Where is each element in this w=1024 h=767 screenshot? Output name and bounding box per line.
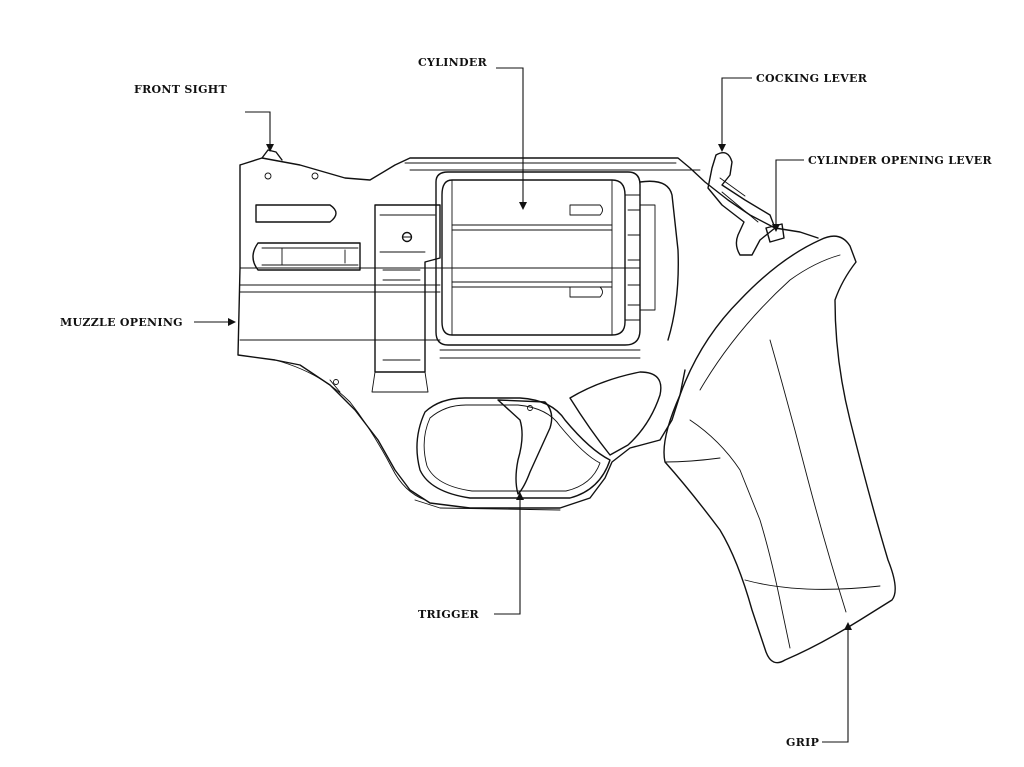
label-grip: GRIP	[786, 736, 819, 749]
label-trigger: TRIGGER	[418, 608, 479, 621]
trigger-part	[497, 399, 553, 495]
callout-labels: FRONT SIGHT CYLINDER COCKING LEVER CYLIN…	[60, 56, 992, 749]
label-cylinder-opening-lever: CYLINDER OPENING LEVER	[808, 154, 992, 167]
leader-lines	[194, 67, 852, 743]
crane	[374, 204, 441, 373]
label-muzzle-opening: MUZZLE OPENING	[60, 316, 183, 329]
front-sight-blade	[261, 149, 283, 161]
label-cylinder: CYLINDER	[418, 56, 488, 69]
label-cocking-lever: COCKING LEVER	[756, 72, 868, 85]
frame-outline	[237, 157, 819, 509]
revolver-drawing	[237, 149, 896, 664]
trigger-guard	[416, 397, 611, 499]
barrel-slot-upper	[255, 204, 337, 223]
top-strap-line	[404, 162, 701, 171]
cocking-lever-part	[707, 152, 776, 256]
cylinder-window	[435, 171, 641, 346]
grip-panel	[663, 235, 896, 664]
cylinder-body	[441, 179, 626, 336]
label-front-sight: FRONT SIGHT	[134, 83, 227, 96]
barrel-slot-lower	[252, 242, 361, 271]
